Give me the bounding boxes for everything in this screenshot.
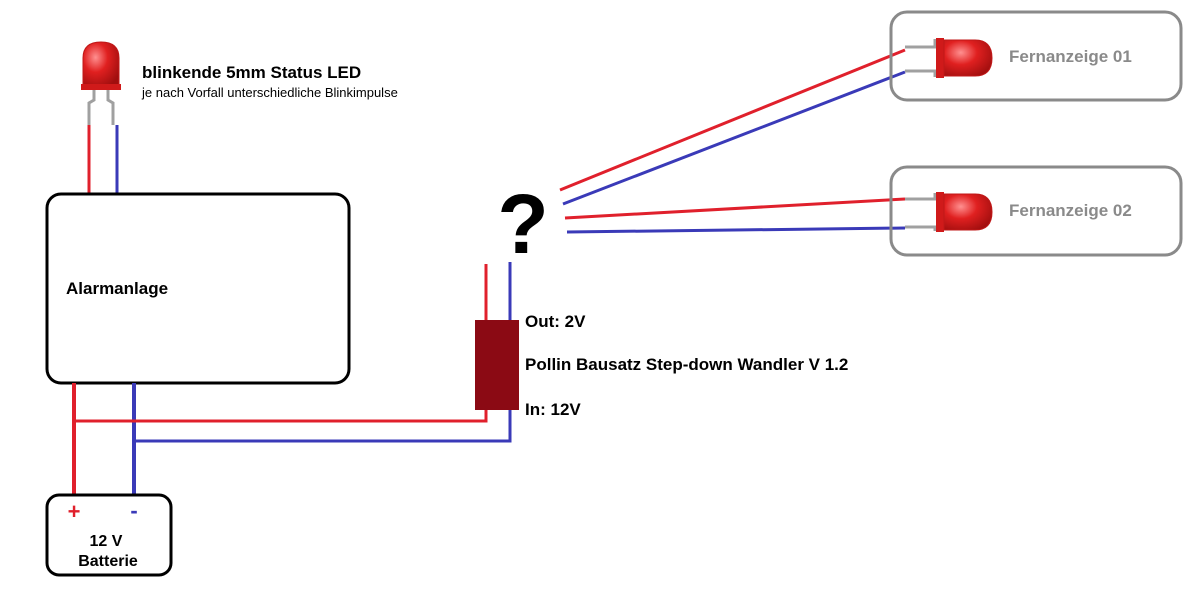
alarm-box <box>45 192 351 385</box>
remote1-box <box>889 10 1183 102</box>
remote2-box <box>889 165 1183 257</box>
battery-label: Batterie <box>78 553 138 570</box>
status-led-icon <box>81 41 121 125</box>
remote1-label: Fernanzeige 01 <box>1009 47 1132 66</box>
converter-body <box>475 320 519 410</box>
battery-minus: - <box>130 498 137 523</box>
converter-out-label: Out: 2V <box>525 312 586 331</box>
remote2-wire-negative <box>566 226 906 234</box>
remote2-label: Fernanzeige 02 <box>1009 201 1132 220</box>
converter-name: Pollin Bausatz Step-down Wandler V 1.2 <box>525 355 848 374</box>
status-led-subtitle: je nach Vorfall unterschiedliche Blinkim… <box>141 85 398 100</box>
converter-wire-negative <box>134 408 512 443</box>
battery-plus: + <box>68 499 81 524</box>
remote1-wire-negative <box>562 70 906 206</box>
remote2-wire-positive <box>564 197 906 220</box>
status-led-title: blinkende 5mm Status LED <box>142 63 361 82</box>
remote1-led-icon <box>905 38 993 78</box>
question-mark: ? <box>497 177 548 271</box>
remote2-led-icon <box>905 192 993 232</box>
remote1-wire-positive <box>559 48 906 192</box>
alarm-label: Alarmanlage <box>66 279 168 298</box>
battery-voltage: 12 V <box>90 533 123 550</box>
battery-box <box>45 493 173 577</box>
converter-in-label: In: 12V <box>525 400 581 419</box>
converter-wire-positive <box>74 408 488 423</box>
